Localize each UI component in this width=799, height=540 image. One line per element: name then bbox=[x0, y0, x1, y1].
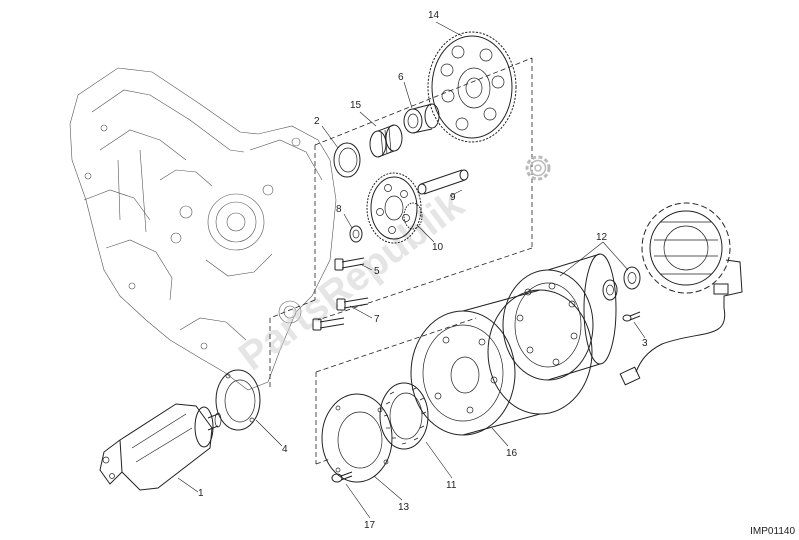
screw-5 bbox=[334, 257, 365, 271]
double-gear bbox=[366, 172, 423, 244]
screw-3 bbox=[622, 311, 641, 322]
part-label-14: 14 bbox=[428, 10, 440, 21]
part-label-11: 11 bbox=[446, 480, 457, 491]
starter-motor bbox=[99, 403, 222, 491]
part-label-10: 10 bbox=[432, 242, 444, 253]
bushing bbox=[403, 103, 440, 134]
needle-bearing bbox=[369, 124, 403, 158]
part-label-16: 16 bbox=[506, 448, 518, 459]
part-labels: 1 2 3 4 5 6 7 8 9 10 11 12 13 14 15 16 1… bbox=[198, 10, 648, 531]
cover-plate bbox=[321, 393, 393, 483]
part-label-3: 3 bbox=[642, 338, 648, 349]
part-label-15: 15 bbox=[350, 100, 362, 111]
flywheel-rotor bbox=[410, 289, 593, 436]
group-frame-upper bbox=[269, 57, 533, 388]
part-label-5: 5 bbox=[374, 266, 380, 277]
rotor-ring bbox=[502, 253, 617, 381]
freewheel bbox=[379, 382, 429, 450]
pin bbox=[417, 169, 469, 195]
screw-17 bbox=[331, 471, 353, 483]
screw-7 bbox=[312, 297, 369, 331]
leader-lines bbox=[177, 21, 646, 519]
crankcase-drawing bbox=[69, 67, 337, 391]
gasket bbox=[215, 369, 261, 431]
part-label-17: 17 bbox=[364, 520, 376, 531]
part-label-2: 2 bbox=[314, 116, 320, 127]
part-label-4: 4 bbox=[282, 444, 288, 455]
washer-2 bbox=[333, 142, 361, 178]
washer-8 bbox=[349, 225, 363, 243]
diagram-reference-code: IMP01140 bbox=[750, 526, 795, 537]
stator bbox=[619, 202, 743, 386]
gear-icon bbox=[525, 155, 551, 181]
part-label-7: 7 bbox=[374, 314, 380, 325]
part-label-8: 8 bbox=[336, 204, 342, 215]
part-label-6: 6 bbox=[398, 72, 404, 83]
part-label-13: 13 bbox=[398, 502, 410, 513]
starter-gear bbox=[427, 31, 517, 143]
part-label-12: 12 bbox=[596, 232, 608, 243]
part-label-1: 1 bbox=[198, 488, 204, 499]
stator-washers bbox=[602, 266, 641, 301]
part-label-9: 9 bbox=[450, 192, 456, 203]
group-frame-lower bbox=[315, 317, 477, 465]
